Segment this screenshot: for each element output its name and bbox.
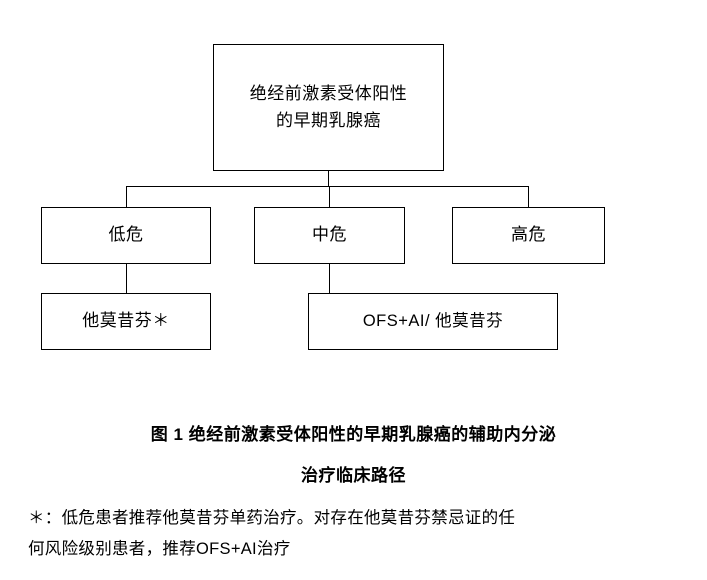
figure-caption-line1: 图 1 绝经前激素受体阳性的早期乳腺癌的辅助内分泌 bbox=[150, 425, 557, 444]
node-treatment-low: 他莫昔芬＊ bbox=[41, 293, 211, 350]
node-root-line2: 的早期乳腺癌 bbox=[276, 110, 381, 130]
node-risk-low: 低危 bbox=[41, 207, 211, 264]
node-risk-mid-label: 中危 bbox=[312, 225, 347, 245]
node-risk-high-label: 高危 bbox=[511, 225, 546, 245]
node-risk-mid: 中危 bbox=[254, 207, 405, 264]
connector-root-stem bbox=[328, 171, 329, 187]
figure-footnote-line2: 何风险级别患者，推荐OFS+AI治疗 bbox=[28, 539, 291, 558]
figure-caption-line2: 治疗临床路径 bbox=[301, 466, 406, 485]
node-root-text: 绝经前激素受体阳性 的早期乳腺癌 bbox=[236, 81, 422, 134]
connector-mid-to-treatment bbox=[329, 264, 330, 293]
node-root: 绝经前激素受体阳性 的早期乳腺癌 bbox=[213, 44, 444, 171]
node-risk-low-label: 低危 bbox=[108, 225, 144, 245]
figure-footnote-line1: ＊：低危患者推荐他莫昔芬单药治疗。对存在他莫昔芬禁忌证的任 bbox=[28, 509, 516, 527]
figure-footnote: ＊：低危患者推荐他莫昔芬单药治疗。对存在他莫昔芬禁忌证的任 何风险级别患者，推荐… bbox=[28, 503, 683, 564]
connector-low-to-treatment bbox=[126, 264, 127, 293]
node-treatment-mid: OFS+AI/ 他莫昔芬 bbox=[308, 293, 558, 350]
connector-to-mid-risk bbox=[329, 186, 330, 207]
connector-to-low-risk bbox=[126, 186, 127, 207]
node-root-line1: 绝经前激素受体阳性 bbox=[249, 84, 408, 104]
node-treatment-mid-label: OFS+AI/ 他莫昔芬 bbox=[362, 311, 504, 330]
connector-to-high-risk bbox=[528, 186, 529, 207]
connector-horizontal-bar bbox=[126, 186, 529, 187]
node-treatment-low-label: 他莫昔芬＊ bbox=[82, 311, 170, 331]
node-risk-high: 高危 bbox=[452, 207, 605, 264]
